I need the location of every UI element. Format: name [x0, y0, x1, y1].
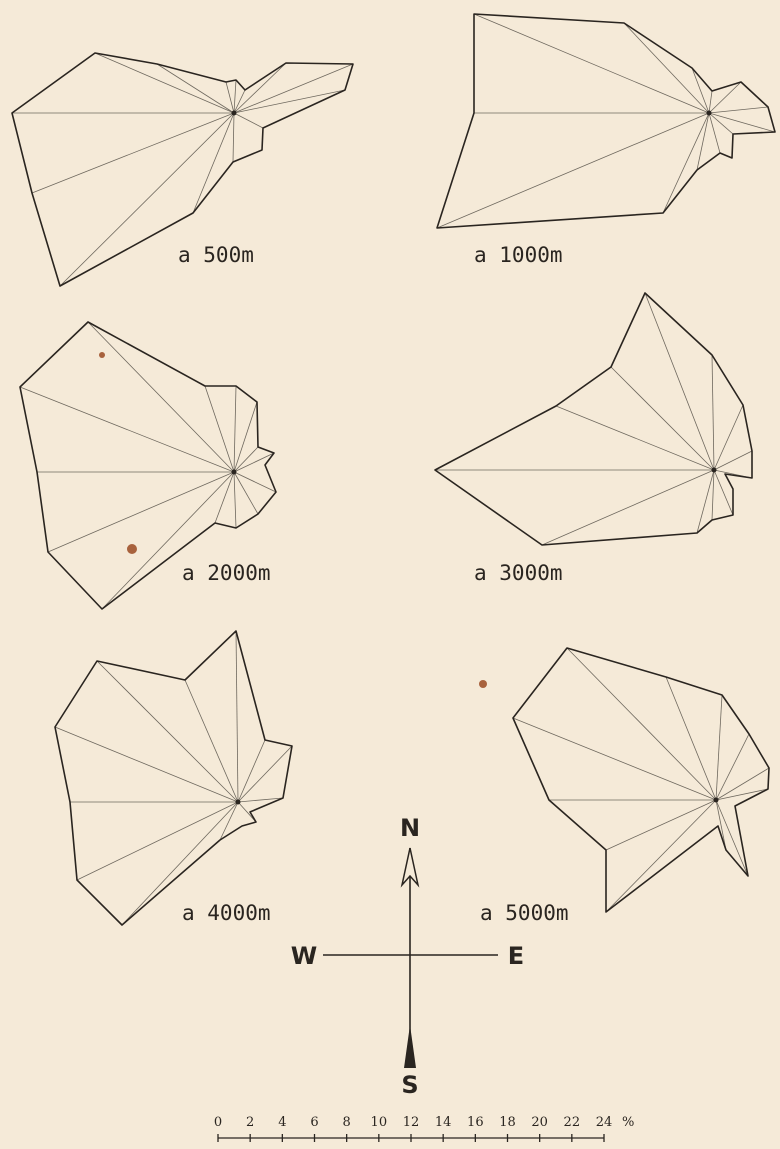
scale-unit-label: % — [622, 1115, 634, 1130]
rose-label: a 1000m — [474, 243, 563, 267]
scale-tick-label: 14 — [435, 1115, 452, 1130]
rose-label: a 3000m — [474, 561, 563, 585]
rose-spokes — [19, 321, 277, 610]
rose-outline — [436, 13, 776, 229]
rose-outline — [11, 52, 354, 287]
rose-outline — [512, 647, 770, 913]
scale-tick-label: 24 — [596, 1115, 613, 1130]
rose-3000m: a 3000m — [434, 292, 753, 585]
rose-spokes — [435, 292, 753, 546]
scale-tick-label: 10 — [371, 1115, 388, 1130]
rose-1000m: a 1000m — [436, 13, 776, 267]
stain — [479, 680, 487, 688]
scale-tick-label: 4 — [278, 1115, 286, 1130]
rose-label: a 2000m — [182, 561, 271, 585]
rose-spokes — [12, 52, 354, 287]
rose-center — [231, 469, 237, 475]
compass-south-label: S — [401, 1071, 418, 1099]
compass-north-label: N — [400, 814, 420, 842]
rose-5000m: a 5000m — [480, 647, 770, 925]
stain — [127, 544, 137, 554]
rose-outline — [434, 292, 753, 546]
rose-spokes — [512, 647, 770, 913]
scale-tick-label: 2 — [246, 1115, 254, 1130]
compass: N S W E — [291, 814, 524, 1099]
rose-label: a 500m — [178, 243, 254, 267]
rose-spokes — [54, 630, 293, 926]
compass-west-label: W — [291, 942, 317, 970]
scale-tick-label: 0 — [214, 1115, 222, 1130]
rose-label: a 5000m — [480, 901, 569, 925]
north-arrow-icon — [400, 847, 420, 888]
rose-outline — [19, 321, 277, 610]
scale-tick-label: 18 — [499, 1115, 516, 1130]
compass-east-label: E — [508, 942, 524, 970]
scale-tick-label: 8 — [343, 1115, 351, 1130]
scale-tick-label: 22 — [564, 1115, 581, 1130]
scale-tick-label: 6 — [310, 1115, 318, 1130]
scale-tick-label: 20 — [531, 1115, 548, 1130]
rose-4000m: a 4000m — [54, 630, 293, 926]
stain — [99, 352, 105, 358]
rose-center — [713, 797, 719, 803]
rose-label: a 4000m — [182, 901, 271, 925]
rose-500m: a 500m — [11, 52, 354, 287]
rose-spokes — [436, 13, 776, 229]
rose-outline — [54, 630, 293, 926]
rose-2000m: a 2000m — [19, 321, 277, 610]
rose-center — [711, 467, 717, 473]
rose-center — [231, 110, 237, 116]
rose-center — [706, 110, 712, 116]
rose-center — [235, 799, 241, 805]
scale-tick-label: 16 — [467, 1115, 484, 1130]
south-arrow-icon — [404, 1025, 416, 1068]
scale-tick-label: 12 — [403, 1115, 420, 1130]
